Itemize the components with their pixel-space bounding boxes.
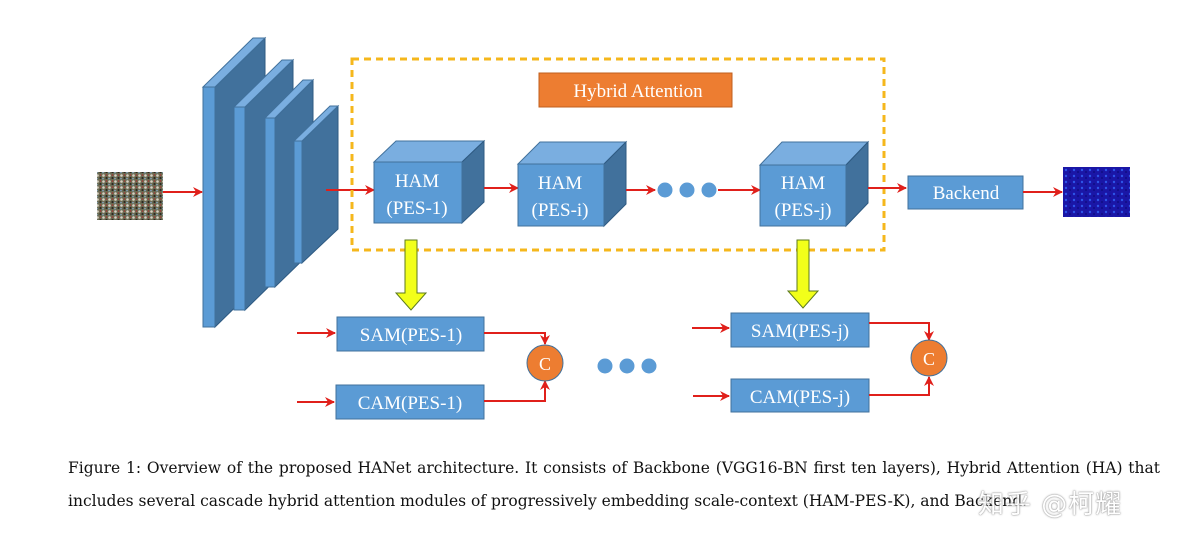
cam-box-left: CAM(PES-1) [335,384,485,420]
ham-module-2: HAM (PES-i) [516,140,628,228]
hybrid-attention-label-box: Hybrid Attention [538,72,733,108]
down-arrow-left [394,239,428,311]
figure-caption: Figure 1: Overview of the proposed HANet… [68,459,1160,510]
architecture-diagram: Hybrid Attention HAM (PES-1) HAM (PES-i)… [97,36,1130,420]
ham-module-3: HAM (PES-j) [758,140,870,228]
ham-2-subtitle: (PES-i) [532,200,589,221]
ham-module-1: HAM (PES-1) [372,139,486,225]
cam-label-left: CAM(PES-1) [358,393,463,414]
sam-box-left: SAM(PES-1) [336,316,485,352]
concat-node-left: C [526,344,564,382]
concat-node-right: C [910,339,948,377]
cam-box-right: CAM(PES-j) [730,378,870,413]
concat-label-left: C [539,354,551,374]
arrow-cam-to-concat-left [484,380,550,402]
down-arrow-right [786,239,820,309]
arrow-sam-to-concat-left [484,332,550,345]
ham-2-title: HAM [538,173,582,194]
backbone-slab-4 [292,104,340,265]
hybrid-attention-box [350,57,886,252]
output-density-map [1063,167,1130,217]
backend-box: Backend [907,175,1024,210]
ham-3-title: HAM [781,173,825,194]
cam-label-right: CAM(PES-j) [750,387,850,408]
backend-label: Backend [933,183,1000,204]
ellipsis-dots-top [657,182,717,198]
ham-1-title: HAM [395,171,439,192]
arrow-cam-to-concat-right [869,376,934,396]
hybrid-attention-label: Hybrid Attention [573,81,703,102]
concat-label-right: C [923,349,935,369]
ellipsis-dots-bottom [597,358,657,374]
input-crowd-image [97,172,163,220]
sam-label-left: SAM(PES-1) [360,325,462,346]
sam-box-right: SAM(PES-j) [730,312,870,348]
sam-label-right: SAM(PES-j) [751,321,849,342]
ham-1-subtitle: (PES-1) [386,198,447,219]
watermark: 知乎 @柯耀 [978,490,1123,520]
arrow-sam-to-concat-right [869,322,934,341]
ham-3-subtitle: (PES-j) [775,200,832,221]
